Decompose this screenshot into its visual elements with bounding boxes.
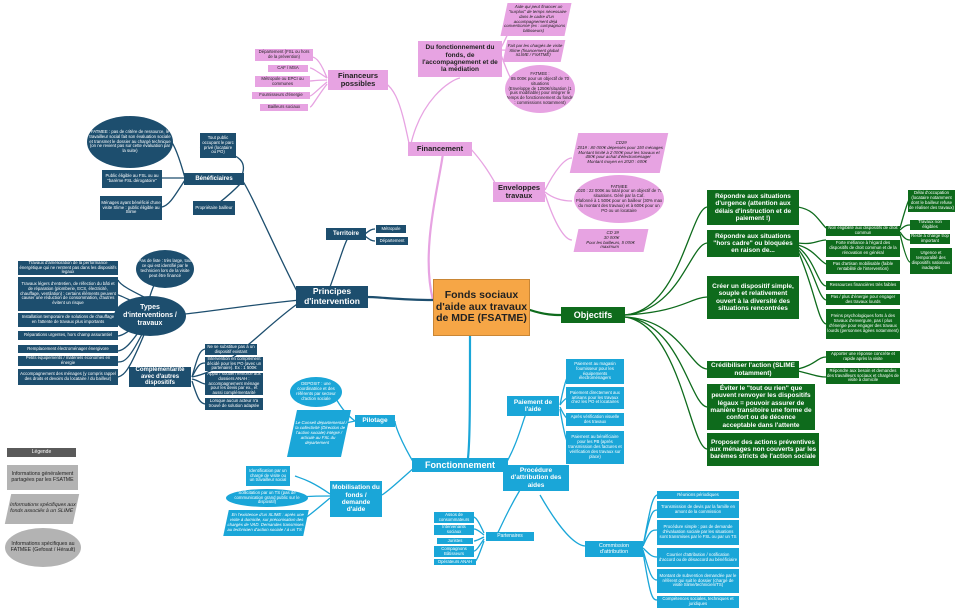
paiement-node[interactable]: Paiement de l'aide xyxy=(507,396,559,416)
credibiliser-detail-2: Répondre aux besoin et demandes des trav… xyxy=(826,368,900,384)
beneficiaires-node[interactable]: Bénéficiaires xyxy=(184,173,244,185)
type-reparations: Réparations urgentes, hors champ assuran… xyxy=(18,331,118,340)
partenaires-node[interactable]: Partenaires xyxy=(486,532,534,541)
types-node[interactable]: Types d'interventions / travaux xyxy=(114,296,186,336)
horscadre-detail-6: Freins psychologiques forts à des travau… xyxy=(826,309,900,339)
pilotage-conseil: Le Conseil départemental / la collectivi… xyxy=(287,410,351,457)
type-travaux-legers: Travaux légers d'entretien, de réfection… xyxy=(18,277,118,311)
type-chauffage-temporaire: Installation temporaire de solutions de … xyxy=(18,313,118,327)
branch-fonctionnement[interactable]: Fonctionnement xyxy=(412,458,508,472)
link-center-principes xyxy=(365,295,435,302)
type-petits-equipements: Petits équipements / matériels économes … xyxy=(18,356,118,366)
urgence-detail-3: Reste à charge trop important xyxy=(910,234,950,244)
objectif-actions-preventives[interactable]: Proposer des actions préventives aux mén… xyxy=(707,433,819,466)
link-center-fonctionnement xyxy=(466,334,472,460)
financeur-item-5: Bailleurs sociaux xyxy=(260,104,308,111)
paiement-item-3: Après vérification visuelle des travaux xyxy=(566,413,624,426)
financeur-item-3: Métropole ou EPCI ou communes xyxy=(255,76,310,87)
legend-item-slime: Informations spécifiques aux fonds assoc… xyxy=(4,494,80,524)
financeurs-node[interactable]: Financeurs possibles xyxy=(328,70,388,90)
urgence-detail-2: Travaux non éligibles xyxy=(910,220,950,230)
type-pas-de-liste: Pas de liste : très large, tout ce qui e… xyxy=(136,250,194,288)
territoire-node[interactable]: Territoire xyxy=(326,228,366,240)
horscadre-detail-3: Pas d'artisan mobilisable (faible rentab… xyxy=(826,260,900,274)
commission-item-5: Montant de subvention demandée par le ré… xyxy=(657,569,739,593)
mobilisation-item-1: Identification par un chargé de visite o… xyxy=(246,466,290,486)
horscadre-detail-1: Non éligibilité aux dispositifs de droit… xyxy=(826,226,900,236)
financeur-item-4: Fournisseurs d'énergie xyxy=(252,92,310,99)
fond-item-2: Fait par les chargés de visite Slime (fi… xyxy=(502,40,566,62)
horscadre-detail-4: Ressources financières très faibles xyxy=(826,281,900,290)
commission-item-2: Transmission de devis par la famille en … xyxy=(657,501,739,518)
horscadre-detail-2: Forte méfiance à l'égard des dispositifs… xyxy=(826,240,900,257)
legend-title: Légende xyxy=(7,448,76,457)
fond-item-1: Aide qui peut financer un "surplus" de t… xyxy=(500,3,572,36)
territoire-departement: Département xyxy=(376,237,408,245)
enveloppe-fatmee: FATMEE 2020 : 22 000€ au total pour un o… xyxy=(574,175,664,223)
pilotage-deposit: DEPOSIT : une coordinatrice et des référ… xyxy=(290,377,342,407)
beneficiaire-slime: Ménages ayant bénéficié d'une visite Sli… xyxy=(100,196,162,220)
partenaire-intervenants: Intervenants sociaux xyxy=(434,525,474,535)
mobilisation-item-2: Sollicitation par un TS (pas de communic… xyxy=(226,489,308,507)
paiement-item-1: Paiement au magasin fournisseur pour les… xyxy=(566,359,624,384)
beneficiaire-tout-public: Tout public occupant le parc privé (loca… xyxy=(200,133,236,158)
urgence-detail-4: Urgence et temporalité des dispositifs n… xyxy=(910,248,952,274)
type-accompagnement: Accompagnement des ménages (y compris ra… xyxy=(18,369,118,385)
objectif-tout-ou-rien[interactable]: Éviter le "tout ou rien" que peuvent ren… xyxy=(707,384,815,430)
type-performance: Travaux d'amélioration de la performance… xyxy=(18,261,118,275)
beneficiaire-fsl: Public éligible au FSL ou au "barème FSL… xyxy=(102,170,162,188)
complementarite-item-3: Appui / soutien renforcé aux dossiers AN… xyxy=(205,373,263,395)
partenaire-compagnons: Compagnons Bâtisseurs xyxy=(434,546,474,557)
enveloppe-cd39: CD 39 30 000€ Pour les bailleurs, 5 000€… xyxy=(573,229,649,252)
financeur-item-1: Département (FSL ou hors de la préventio… xyxy=(255,49,313,61)
objectif-credibiliser[interactable]: Crédibiliser l'action (SLIME notamment) xyxy=(707,361,799,378)
objectif-urgence[interactable]: Répondre aux situations d'urgence (atten… xyxy=(707,190,799,225)
financement-fond-node[interactable]: Du fonctionnement du fonds, de l'accompa… xyxy=(418,41,502,77)
credibiliser-detail-1: Apporter une réponse concrète et rapide … xyxy=(826,351,900,363)
objectif-dispositif-simple[interactable]: Créer un dispositif simple, souple et re… xyxy=(707,276,799,319)
beneficiaire-proprietaire: Propriétaire bailleur xyxy=(193,201,235,215)
enveloppe-cd29: CD29 2019 : 80 000€ dépensés pour 150 mé… xyxy=(569,133,669,173)
branch-principes[interactable]: Principes d'intervention xyxy=(296,286,368,308)
territoire-metropole: Métropole xyxy=(376,225,406,233)
commission-node[interactable]: Commission d'attribution xyxy=(585,541,643,557)
complementarite-item-4: Lorsque aucun acteur n'a trouvé de solut… xyxy=(205,398,263,410)
commission-item-6: Compétences sociales, techniques et juri… xyxy=(657,596,739,608)
fond-item-3: FATMEE : 85 000€ pour un objectif de 70 … xyxy=(505,65,575,113)
complementarite-item-2: Intervention en complément décidé pour l… xyxy=(205,357,263,371)
branch-objectifs[interactable]: Objectifs xyxy=(561,307,625,323)
objectif-hors-cadre[interactable]: Répondre aux situations "hors cadre" ou … xyxy=(707,230,799,257)
commission-item-1: Réunions périodiques xyxy=(657,491,739,499)
paiement-item-2: Paiement directement aux artisans pour l… xyxy=(566,387,624,409)
complementarite-node[interactable]: Complémentarité avec d'autres dispositif… xyxy=(129,367,191,387)
horscadre-detail-5: Pas / plus d'énergie pour engager des tr… xyxy=(826,294,900,305)
commission-item-4: Courrier d'attribution / notification d'… xyxy=(657,548,739,567)
commission-item-3: Procédure simple : pas de demande d'éval… xyxy=(657,520,739,545)
mobilisation-node[interactable]: Mobilisation du fonds / demande d'aide xyxy=(330,481,382,517)
legend-item-general: Informations généralement partagées par … xyxy=(7,465,78,490)
complementarite-item-1: Ne se substitue pas à un dispositif exis… xyxy=(205,344,257,355)
partenaire-assos: Assos de consommateurs xyxy=(434,512,474,523)
partenaire-juristes: Juristes xyxy=(437,538,473,544)
procedure-node[interactable]: Procédure d'attribution des aides xyxy=(503,465,569,491)
financeur-item-2: CAF / MSA xyxy=(268,65,308,72)
central-topic[interactable]: Fonds sociaux d'aide aux travaux de MDE … xyxy=(433,279,530,336)
beneficiaire-fatmee: FATMEE : pas de critère de ressource, le… xyxy=(87,116,173,168)
link-center-objectifs xyxy=(528,308,563,317)
partenaire-anah: Opérateurs ANAH xyxy=(434,559,476,565)
pilotage-node[interactable]: Pilotage xyxy=(355,415,395,427)
paiement-item-4: Paiement au bénéficiaire pour les PB (ap… xyxy=(566,431,624,464)
legend-item-fatmee: Informations spécifiques au FATMEE (Gefo… xyxy=(5,528,81,567)
urgence-detail-1: Délai d'occupation (locataire notamment … xyxy=(908,190,955,212)
type-electromenager: Remplacement électroménager énergivore xyxy=(18,345,118,353)
branch-financement[interactable]: Financement xyxy=(408,142,472,156)
link-center-financement xyxy=(427,151,445,302)
mobilisation-item-3: En l'existence d'un SLIME : après une vi… xyxy=(223,510,309,536)
enveloppes-node[interactable]: Enveloppes travaux xyxy=(493,182,545,202)
